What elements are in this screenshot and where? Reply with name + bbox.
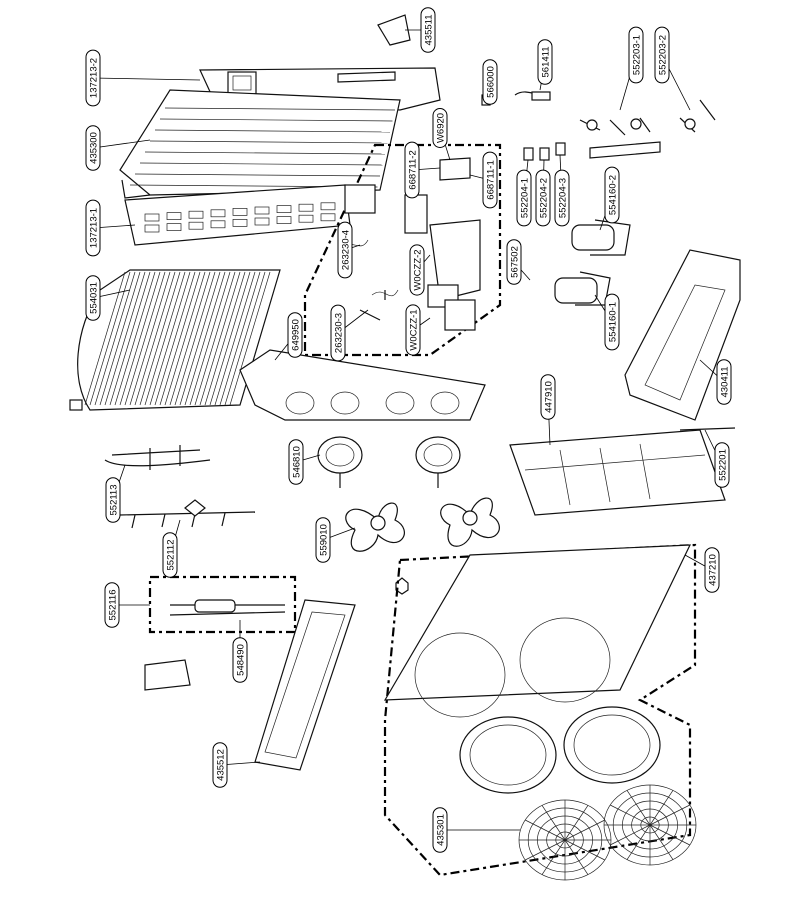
- fan-motor-left: [317, 436, 363, 488]
- part-label-p435301: 435301: [432, 807, 448, 853]
- part-number-text: W0CZZ-1: [409, 309, 420, 350]
- part-label-p552043: 552204-3: [554, 169, 570, 227]
- part-number-text: 263230-3: [334, 313, 345, 353]
- part-label-p552041: 552204-1: [516, 169, 532, 227]
- bracket-435511: [377, 14, 411, 46]
- part-label-p437210: 437210: [704, 547, 720, 593]
- part-number-text: 554160-2: [608, 175, 619, 215]
- part-label-p546810: 546810: [288, 439, 304, 485]
- part-label-p263230_4: 263230-4: [337, 221, 353, 279]
- propeller-fan-left: [345, 502, 409, 595]
- part-number-text: 552116: [108, 590, 119, 621]
- part-number-text: 649950: [291, 319, 302, 351]
- part-label-p137213_1: 137213-1: [85, 199, 101, 257]
- heat-exchanger-coil: [69, 269, 281, 411]
- part-label-p447910: 447910: [540, 374, 556, 420]
- part-label-p552031: 552203-1: [628, 26, 644, 84]
- part-number-text: 430411: [720, 367, 731, 398]
- part-label-pW0CZZ_1: W0CZZ-1: [405, 304, 421, 356]
- base-frame-outline: [383, 543, 697, 877]
- part-number-text: W6920: [436, 113, 447, 143]
- part-number-text: 552204-2: [539, 178, 550, 218]
- part-label-p552042: 552204-2: [535, 169, 551, 227]
- part-label-p430411: 430411: [716, 359, 732, 405]
- part-number-text: 552203-2: [658, 35, 669, 75]
- part-label-pW6920: W6920: [432, 108, 448, 148]
- leader-line: [92, 139, 151, 149]
- part-number-text: 552203-1: [632, 35, 643, 75]
- part-label-p435511: 435511: [420, 7, 436, 53]
- part-label-p435512: 435512: [212, 742, 228, 788]
- part-number-text: 552201: [718, 449, 729, 481]
- base-pan: [239, 349, 486, 421]
- compressor-lower: [554, 271, 611, 306]
- part-number-text: 546810: [292, 446, 303, 478]
- part-number-labels: 435511 561411 552203-1 552203-2 137213-2 5660…: [85, 7, 732, 853]
- part-label-p566000: 566000: [482, 59, 498, 105]
- part-number-text: 137213-1: [89, 208, 100, 248]
- part-label-p561411: 561411: [537, 39, 553, 85]
- drain-pan-435512: [254, 599, 356, 771]
- part-label-p435300: 435300: [85, 125, 101, 171]
- fan-rings: [459, 706, 661, 794]
- leader-line: [92, 77, 201, 81]
- part-label-p668711_1: 668711-1: [482, 151, 498, 209]
- compressor-upper: [571, 219, 631, 256]
- valve-assembly-552203: [579, 99, 716, 159]
- part-number-text: 559010: [319, 524, 330, 556]
- part-label-p552032: 552203-2: [654, 26, 670, 84]
- side-panel-430411: [624, 249, 741, 421]
- pipe-bracket-548490-frame: [144, 575, 297, 691]
- fan-guards: [518, 784, 697, 881]
- pipe-assembly-552113: [104, 445, 211, 470]
- part-number-text: 567502: [510, 246, 521, 278]
- part-label-p554160_2: 554160-2: [604, 166, 620, 224]
- sensor-561411: [514, 91, 551, 101]
- part-number-text: 561411: [541, 47, 552, 78]
- part-number-text: 548490: [236, 644, 247, 676]
- part-number-text: 566000: [486, 66, 497, 98]
- part-label-p567502: 567502: [506, 239, 522, 285]
- part-number-text: 435301: [436, 814, 447, 846]
- part-label-p559010: 559010: [315, 517, 331, 563]
- part-number-text: 552204-1: [520, 178, 531, 218]
- control-box-parts: [339, 157, 481, 331]
- part-number-text: 552112: [166, 540, 177, 571]
- part-number-text: 435300: [89, 132, 100, 164]
- part-label-p552113: 552113: [105, 477, 121, 523]
- part-label-p649950: 649950: [287, 312, 303, 358]
- part-number-text: 554031: [89, 282, 100, 314]
- part-label-p263230_3: 263230-3: [330, 304, 346, 362]
- part-label-p137213_2: 137213-2: [85, 49, 101, 107]
- part-label-p552116: 552116: [104, 582, 120, 628]
- top-cover-437210: [383, 544, 691, 718]
- part-label-p552112: 552112: [162, 532, 178, 578]
- part-number-text: 435511: [424, 15, 435, 46]
- part-number-text: W0CZZ-2: [413, 249, 424, 290]
- part-number-text: 263230-4: [341, 230, 352, 270]
- part-label-p668711_2: 668711-2: [404, 141, 420, 199]
- capacitor-group: [523, 142, 566, 161]
- part-number-text: 435512: [216, 749, 227, 781]
- part-number-text: 137213-2: [89, 58, 100, 98]
- pipe-assembly-552112: [119, 499, 256, 529]
- part-number-text: 668711-2: [408, 150, 419, 189]
- part-label-p552201: 552201: [714, 442, 730, 488]
- part-number-text: 552113: [109, 485, 120, 516]
- front-panel-447910: [509, 429, 726, 516]
- part-number-text: 554160-1: [608, 302, 619, 342]
- control-box-outline: [303, 143, 502, 357]
- part-label-p554160_1: 554160-1: [604, 293, 620, 351]
- part-label-p554031: 554031: [85, 275, 101, 321]
- part-number-text: 552204-3: [558, 178, 569, 218]
- part-number-text: 447910: [544, 381, 555, 413]
- propeller-fan-right: [440, 497, 500, 547]
- fan-motor-right: [415, 436, 461, 488]
- pipe-552201: [679, 427, 736, 431]
- part-label-pW0CZZ_2: W0CZZ-2: [409, 244, 425, 296]
- part-number-text: 437210: [708, 554, 719, 586]
- part-label-p548490: 548490: [232, 637, 248, 683]
- part-number-text: 668711-1: [486, 160, 497, 199]
